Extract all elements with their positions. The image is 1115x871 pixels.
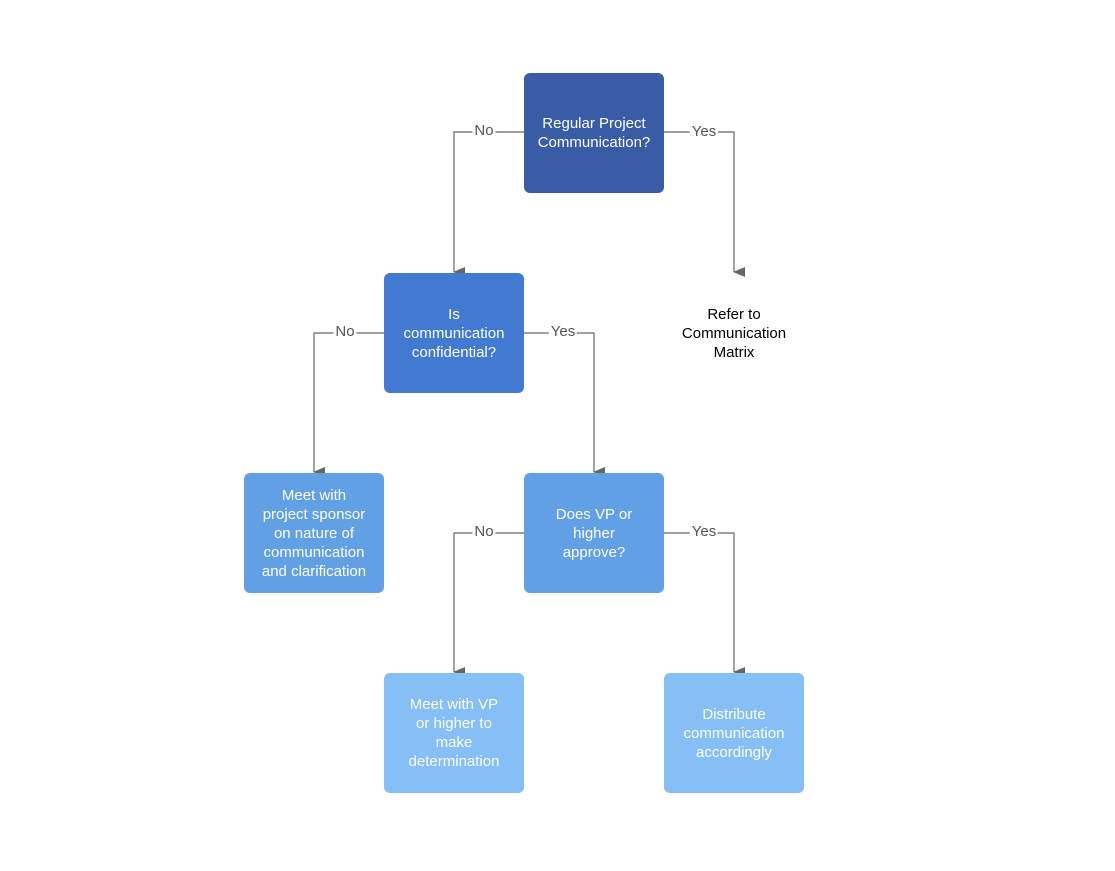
node-vp-approve: Does VP or higher approve? xyxy=(524,473,664,593)
node-regular-project: Regular Project Communication? xyxy=(524,73,664,193)
connector-vp-yes xyxy=(664,532,745,677)
node-distribute: Distribute communication accordingly xyxy=(664,673,804,793)
node-refer-matrix: Refer to Communication Matrix xyxy=(681,305,787,361)
connector-confidential-yes xyxy=(524,332,605,477)
node-confidential: Is communication confidential? xyxy=(384,273,524,393)
connector-confidential-no xyxy=(313,332,384,477)
edge-label-regular-yes: Yes xyxy=(689,123,719,140)
edge-label-vp-no: No xyxy=(472,523,496,540)
connector-regular-yes xyxy=(664,131,745,277)
edge-label-vp-yes: Yes xyxy=(689,523,719,540)
edge-label-regular-no: No xyxy=(472,122,496,139)
node-meet-sponsor: Meet with project sponsor on nature of c… xyxy=(244,473,384,593)
connector-regular-no xyxy=(453,131,524,277)
edge-label-confidential-no: No xyxy=(333,323,357,340)
edge-label-confidential-yes: Yes xyxy=(548,323,578,340)
node-meet-vp: Meet with VP or higher to make determina… xyxy=(384,673,524,793)
connector-vp-no xyxy=(453,532,524,677)
